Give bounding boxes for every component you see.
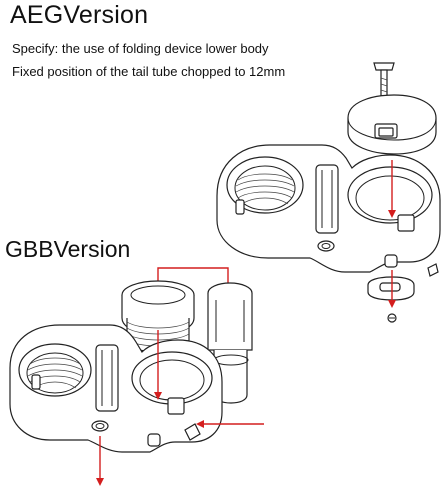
gbb-retaining-ring-icon: [121, 280, 195, 353]
gbb-version-title: GBBVersion: [5, 236, 131, 262]
aeg-mount-plate-icon: [347, 94, 437, 155]
specify-note: Specify: the use of folding device lower…: [12, 41, 269, 56]
aeg-folding-body-icon: [216, 144, 441, 277]
gbb-assembly-drawing: [9, 267, 264, 486]
aeg-assembly-drawing: [216, 62, 441, 323]
gbb-folding-body-icon: [9, 324, 223, 453]
aeg-red-arrow-icon: [388, 160, 396, 308]
aeg-latch-plate-icon: [367, 276, 415, 323]
fixed-position-note: Fixed position of the tail tube chopped …: [12, 64, 286, 79]
aeg-version-title: AEGVersion: [10, 1, 149, 29]
gbb-buffer-icon: [207, 282, 253, 404]
gbb-red-arrow-icon: [96, 330, 264, 486]
